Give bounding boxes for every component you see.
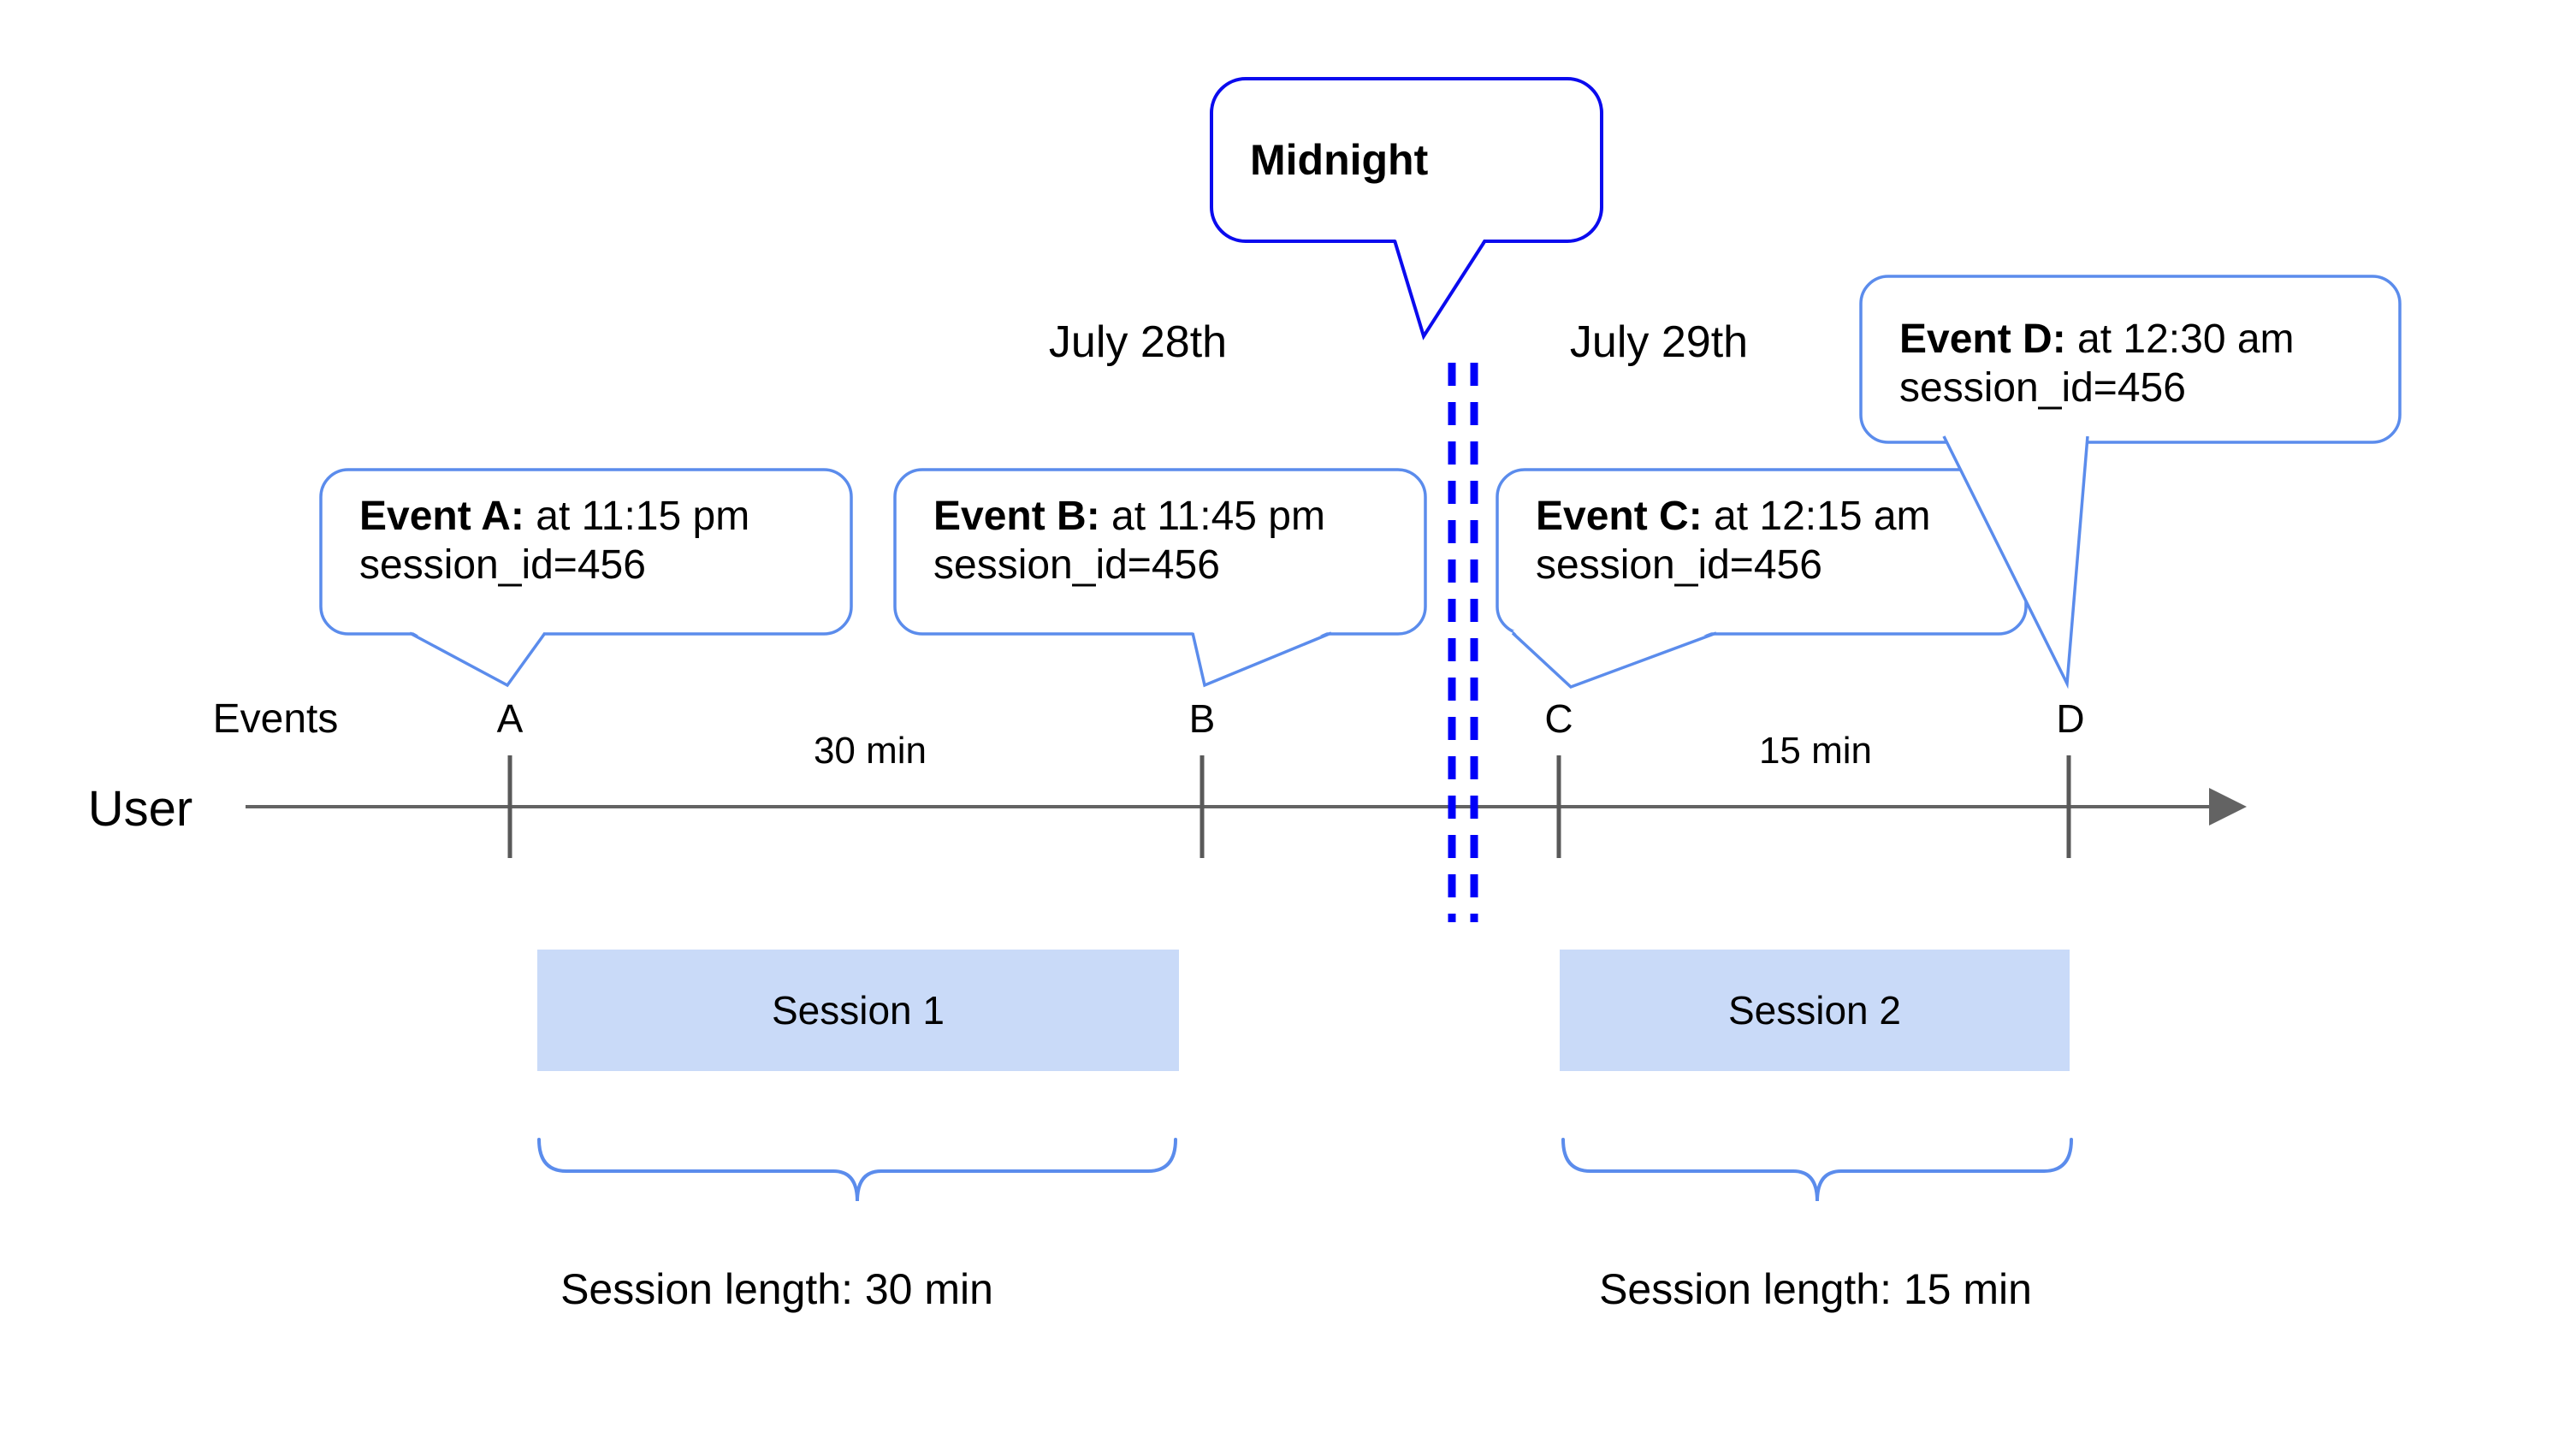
- event-a-title: Event A:: [359, 494, 524, 539]
- session-1-brace: [537, 1138, 1177, 1202]
- event-d-time: at 12:30 am: [2065, 317, 2295, 362]
- events-axis-label: Events: [212, 696, 339, 742]
- session-1-length-label: Session length: 30 min: [560, 1265, 993, 1313]
- interval-ab-label: 30 min: [813, 730, 927, 772]
- event-c-tick-letter: C: [1544, 696, 1573, 741]
- event-a-callout-bubble: [319, 468, 853, 636]
- event-b-tick-letter: B: [1188, 696, 1216, 741]
- event-d-callout-tail: [1942, 435, 2089, 690]
- event-c-callout-tail: [1511, 631, 1717, 690]
- event-d-callout-bubble: [1859, 275, 2402, 444]
- session-2-box: Session 2: [1560, 950, 2070, 1071]
- event-b-callout-bubble: [893, 468, 1427, 636]
- date-july-28-label: July 28th: [1048, 317, 1228, 367]
- event-a-time: at 11:15 pm: [524, 494, 750, 539]
- event-d-title: Event D:: [1899, 317, 2066, 362]
- event-a-tick-letter: A: [496, 696, 524, 741]
- event-a-session-id: session_id=456: [359, 542, 646, 588]
- event-b-callout-text: Event B: at 11:45 pm session_id=456: [933, 492, 1325, 589]
- event-c-title: Event C:: [1536, 494, 1703, 539]
- event-d-callout-text: Event D: at 12:30 am session_id=456: [1899, 315, 2295, 412]
- event-b-title: Event B:: [933, 494, 1100, 539]
- event-d-line1: Event D: at 12:30 am: [1899, 315, 2295, 364]
- midnight-callout-label: Midnight: [1250, 136, 1429, 184]
- event-b-callout-tail-fill: [1193, 630, 1331, 685]
- session-1-box: Session 1: [537, 950, 1179, 1071]
- user-axis-label: User: [87, 781, 193, 837]
- session-2-length-label: Session length: 15 min: [1599, 1265, 2032, 1313]
- event-b-callout-tail: [1191, 631, 1332, 688]
- session-2-brace: [1561, 1138, 2073, 1202]
- event-a-callout-tail: [409, 631, 547, 688]
- event-c-session-id: session_id=456: [1536, 542, 1822, 588]
- event-a-callout-tail-fill: [410, 630, 545, 685]
- event-c-callout-tail-fill: [1513, 630, 1716, 687]
- session-2-label: Session 2: [1727, 988, 1901, 1033]
- interval-cd-label: 15 min: [1758, 730, 1873, 772]
- event-d-callout-tail-fill: [1944, 434, 2088, 684]
- event-c-line1: Event C: at 12:15 am: [1536, 492, 1931, 541]
- event-c-time: at 12:15 am: [1702, 494, 1931, 539]
- event-a-callout-text: Event A: at 11:15 pm session_id=456: [359, 492, 749, 589]
- event-a-line1: Event A: at 11:15 pm: [359, 492, 749, 541]
- event-b-time: at 11:45 pm: [1099, 494, 1325, 539]
- event-c-callout-text: Event C: at 12:15 am session_id=456: [1536, 492, 1931, 589]
- date-july-29-label: July 29th: [1569, 317, 1749, 367]
- event-d-tick-letter: D: [2056, 696, 2085, 741]
- timeline-arrowhead-icon: [2209, 788, 2247, 826]
- session-1-label: Session 1: [771, 988, 945, 1033]
- event-b-line1: Event B: at 11:45 pm: [933, 492, 1325, 541]
- event-d-session-id: session_id=456: [1899, 365, 2186, 411]
- midnight-callout-tail: [1393, 239, 1487, 340]
- event-b-session-id: session_id=456: [933, 542, 1220, 588]
